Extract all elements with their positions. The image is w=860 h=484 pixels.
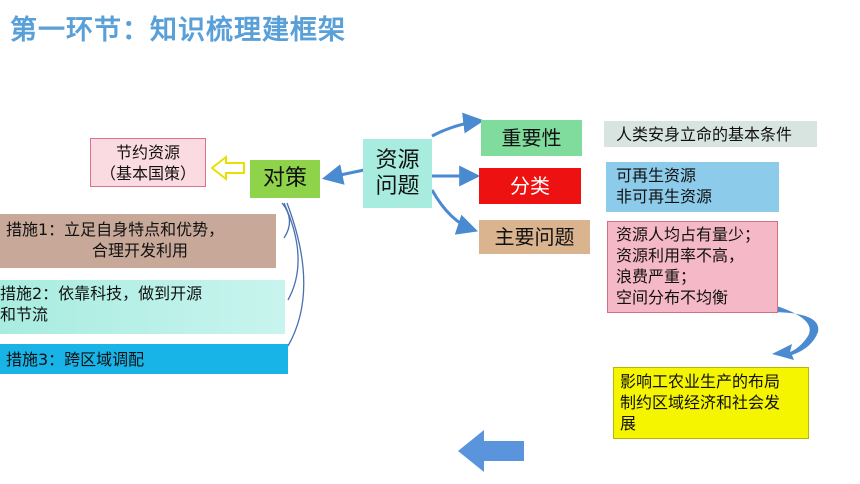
back-arrow-icon [458, 430, 524, 472]
measure-bracket [281, 202, 291, 239]
center-line-2: 问题 [375, 173, 420, 199]
measure-1-box: 措施1：立足自身特点和优势， 合理开发利用 [0, 214, 276, 268]
policy-line-1: 节约资源 [115, 142, 180, 162]
classification-note-line: 可再生资源 [616, 166, 697, 185]
center-node-resource-problem: 资源 问题 [363, 139, 432, 208]
classification-label: 分类 [510, 174, 550, 198]
policy-line-2: （基本国策） [99, 163, 196, 183]
impact-line: 展 [620, 414, 637, 433]
main-problems-label: 主要问题 [494, 225, 575, 249]
arrow-to-importance [431, 112, 485, 138]
arrow-to-countermeasure [321, 164, 365, 185]
importance-note: 人类安身立命的基本条件 [604, 121, 817, 147]
measure-1-line: 合理开发利用 [92, 241, 189, 260]
problem-line: 浪费严重； [616, 267, 697, 286]
importance-label: 重要性 [501, 126, 562, 150]
arrow-to-policy-icon [210, 154, 245, 182]
measure-bracket [286, 202, 305, 347]
arrow-to-main-problems [430, 189, 478, 235]
page-title: 第一环节：知识梳理建框架 [10, 15, 346, 46]
impact-box: 影响工农业生产的布局 制约区域经济和社会发 展 [613, 367, 809, 439]
problem-line: 资源利用率不高， [616, 246, 745, 265]
importance-node: 重要性 [481, 120, 582, 156]
countermeasure-label: 对策 [262, 166, 307, 191]
countermeasure-node: 对策 [250, 160, 320, 198]
measure-2-box: 措施2：依靠科技，做到开源 和节流 [0, 280, 285, 334]
classification-node: 分类 [479, 168, 581, 204]
center-line-1: 资源 [375, 147, 420, 173]
policy-node: 节约资源 （基本国策） [90, 138, 206, 187]
main-problems-node: 主要问题 [479, 220, 590, 254]
importance-note-text: 人类安身立命的基本条件 [616, 124, 793, 144]
measure-bracket [283, 202, 299, 301]
measure-2-line: 和节流 [0, 305, 49, 324]
impact-line: 制约区域经济和社会发 [620, 393, 781, 412]
measure-3-box: 措施3：跨区域调配 [0, 344, 288, 374]
classification-note: 可再生资源 非可再生资源 [606, 162, 779, 212]
measure-1-line: 措施1：立足自身特点和优势， [6, 220, 225, 239]
problem-line: 资源人均占有量少； [616, 225, 761, 244]
main-problems-note: 资源人均占有量少； 资源利用率不高， 浪费严重； 空间分布不均衡 [607, 221, 778, 313]
measure-3-line: 措施3：跨区域调配 [6, 349, 145, 369]
impact-line: 影响工农业生产的布局 [620, 372, 781, 391]
curved-arrow-icon [770, 304, 819, 360]
classification-note-line: 非可再生资源 [616, 187, 713, 206]
problem-line: 空间分布不均衡 [616, 288, 729, 307]
measure-2-line: 措施2：依靠科技，做到开源 [0, 284, 203, 303]
